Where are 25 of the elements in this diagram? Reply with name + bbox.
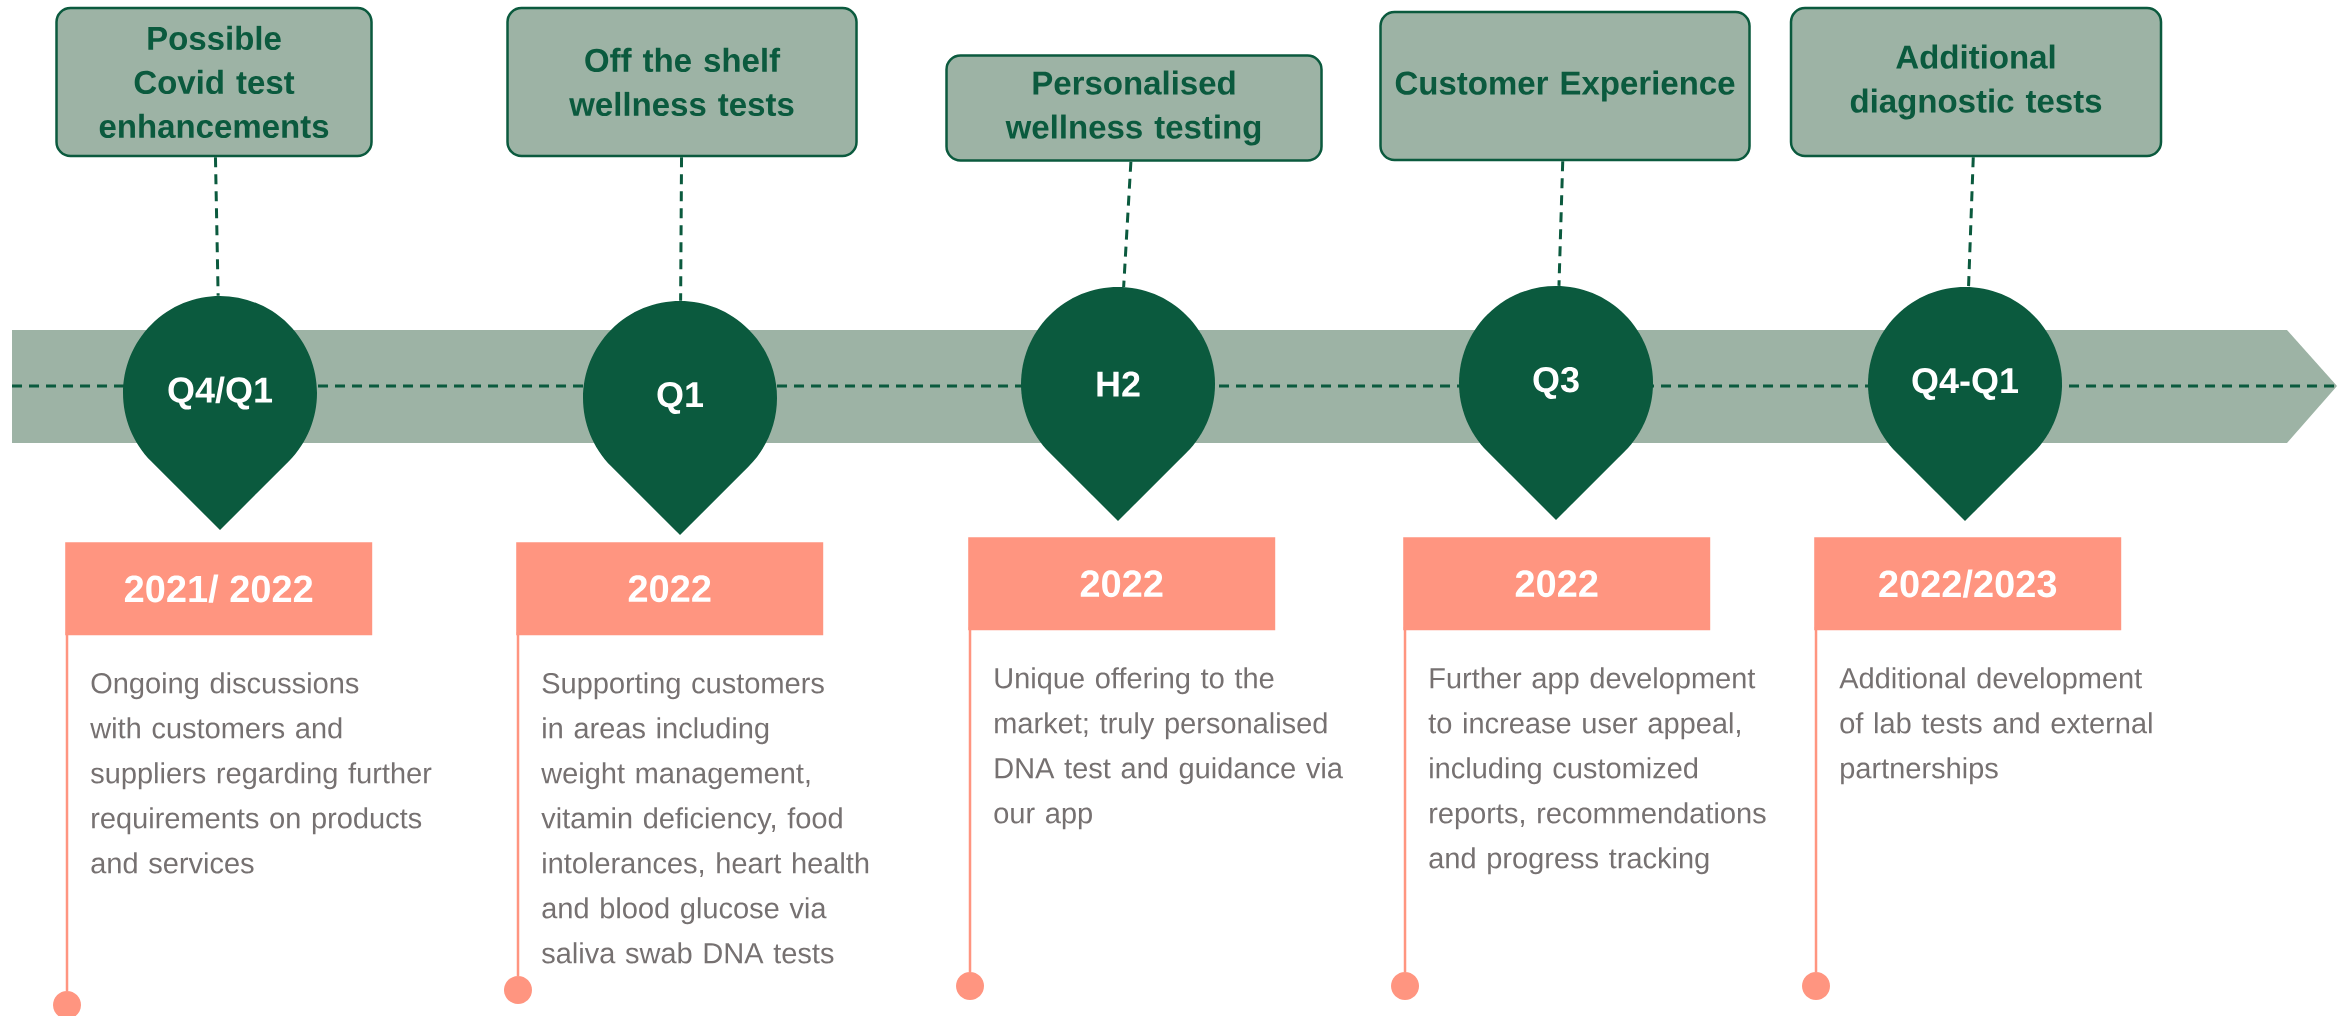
map-pin: Q4-Q1 <box>1868 287 2062 521</box>
dashed-connector <box>1967 157 1975 287</box>
title-box: Customer Experience <box>1379 10 1751 162</box>
map-pin: Q4/Q1 <box>123 296 317 530</box>
year-box: 2022 <box>1403 537 1711 631</box>
title-box: Possible Covid test enhancements <box>55 6 373 158</box>
year-box: 2021/ 2022 <box>65 542 373 636</box>
year-box: 2022 <box>516 542 824 636</box>
title-box: Off the shelf wellness tests <box>506 6 858 158</box>
description-text: Supporting customers in areas including weight management, vitamin deficiency, food intolerances, heart health and blood glucose via saliva swab DNA tests <box>541 672 869 964</box>
dashed-connector <box>213 157 220 296</box>
year-box: 2022 <box>968 537 1276 631</box>
map-pin: Q3 <box>1459 286 1653 520</box>
title-box: Personalised wellness testing <box>945 54 1323 162</box>
map-pin: Q1 <box>583 301 777 535</box>
description-text: Ongoing discussions with customers and suppliers regarding further requirements on products and services <box>90 672 432 874</box>
description-text: Further app development to increase user appeal, including customized reports, recommendations and progress tracking <box>1428 667 1766 875</box>
description-text: Unique offering to the market; truly personalised DNA test and guidance via our app <box>994 667 1343 830</box>
dashed-connector <box>1557 161 1565 286</box>
year-box: 2022/2023 <box>1814 537 2122 631</box>
description-text: Additional development of lab tests and external partnerships <box>1839 667 2152 785</box>
map-pin: H2 <box>1021 287 1215 521</box>
dashed-connector <box>1122 161 1133 288</box>
dashed-connector <box>679 157 684 301</box>
title-box: Additional diagnostic tests <box>1789 6 2163 158</box>
